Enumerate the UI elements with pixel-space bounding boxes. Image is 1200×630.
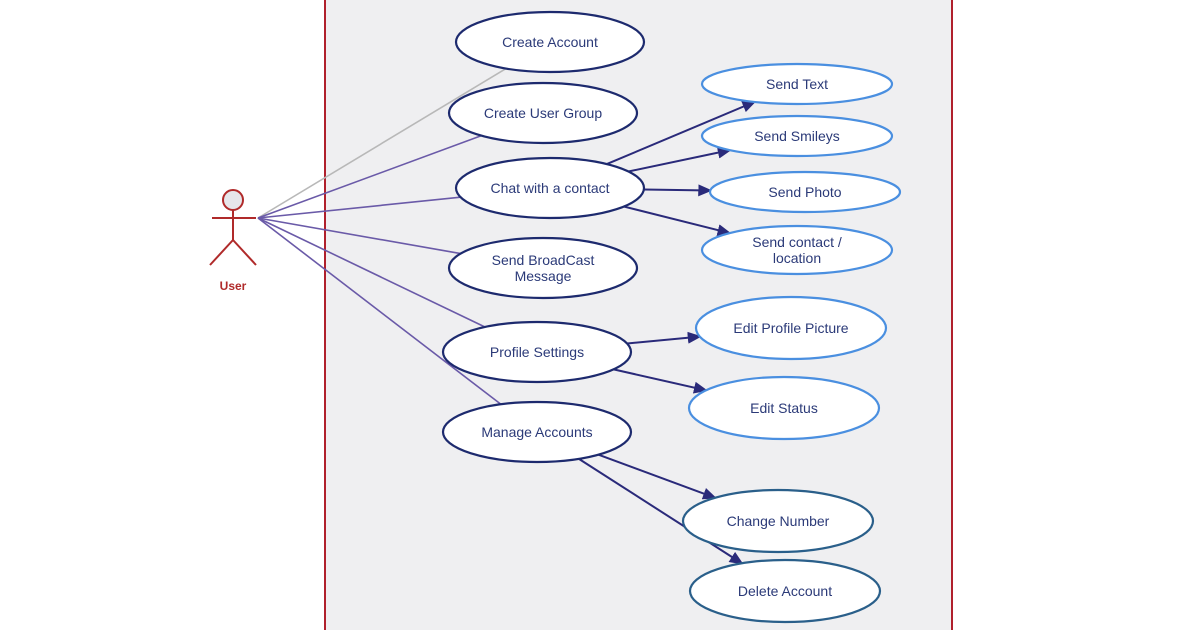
use-case-ellipse — [441, 320, 633, 384]
extend-arrow-send-text — [606, 100, 757, 166]
use-case-label: location — [773, 250, 821, 266]
use-case-profile-settings[interactable]: Profile Settings — [441, 320, 633, 384]
association-line-create-account — [257, 67, 507, 219]
actor-label: User — [220, 279, 247, 293]
association-line-send-broadcast — [257, 217, 461, 255]
use-case-ellipse — [687, 375, 881, 441]
use-case-create-user-group[interactable]: Create User Group — [447, 81, 639, 145]
use-case-send-smileys[interactable]: Send Smileys — [700, 114, 894, 158]
use-case-edit-profile-picture[interactable]: Edit Profile Picture — [694, 295, 888, 361]
use-case-label: Create Account — [502, 34, 598, 50]
use-case-ellipse — [681, 488, 875, 554]
actor-left-leg — [209, 239, 234, 266]
connections — [257, 67, 757, 565]
extend-arrow-delete-account — [578, 458, 744, 565]
use-case-ellipse — [700, 62, 894, 106]
extend-arrow-send-contact-location — [623, 205, 732, 236]
use-case-label: Send Text — [766, 76, 828, 92]
use-case-label: Profile Settings — [490, 344, 584, 360]
use-case-label: Send contact / — [752, 234, 842, 250]
extend-arrow-edit-profile-picture — [627, 331, 702, 345]
use-case-label: Delete Account — [738, 583, 832, 599]
use-case-label: Create User Group — [484, 105, 602, 121]
use-case-label: Edit Profile Picture — [733, 320, 848, 336]
actor-right-leg — [232, 239, 257, 266]
use-case-label: Message — [515, 268, 572, 284]
use-case-label: Send Smileys — [754, 128, 840, 144]
use-case-send-photo[interactable]: Send Photo — [708, 170, 902, 214]
use-case-ellipse — [447, 81, 639, 145]
association-line-chat-with-contact — [257, 196, 461, 219]
use-case-label: Manage Accounts — [481, 424, 592, 440]
use-case-create-account[interactable]: Create Account — [454, 10, 646, 74]
use-case-send-text[interactable]: Send Text — [700, 62, 894, 106]
use-case-edit-status[interactable]: Edit Status — [687, 375, 881, 441]
use-case-label: Send BroadCast — [492, 252, 595, 268]
actor-head — [222, 189, 244, 211]
use-case-ellipse — [454, 156, 646, 220]
association-line-profile-settings — [257, 217, 486, 328]
use-case-ellipse — [700, 224, 894, 276]
actor-user: User — [209, 189, 257, 293]
extend-arrow-change-number — [598, 453, 717, 500]
use-case-label: Edit Status — [750, 400, 818, 416]
use-case-chat-with-contact[interactable]: Chat with a contact — [454, 156, 646, 220]
use-case-manage-accounts[interactable]: Manage Accounts — [441, 400, 633, 464]
use-case-ellipse — [447, 236, 639, 300]
use-case-send-contact-location[interactable]: Send contact /location — [700, 224, 894, 276]
use-case-label: Change Number — [727, 513, 830, 529]
use-case-ellipse — [708, 170, 902, 214]
use-case-ellipse — [441, 400, 633, 464]
association-line-create-user-group — [257, 134, 482, 219]
association-line-manage-accounts — [257, 217, 502, 405]
use-case-delete-account[interactable]: Delete Account — [688, 558, 882, 624]
use-case-ellipse — [700, 114, 894, 158]
extend-arrow-send-photo — [643, 184, 713, 197]
use-case-ellipse — [694, 295, 888, 361]
use-case-label: Chat with a contact — [490, 180, 609, 196]
extend-arrow-send-smileys — [628, 146, 732, 173]
use-case-ellipse — [688, 558, 882, 624]
use-case-label: Send Photo — [768, 184, 841, 200]
extend-arrow-edit-status — [613, 368, 708, 394]
use-case-ellipse — [454, 10, 646, 74]
use-case-change-number[interactable]: Change Number — [681, 488, 875, 554]
